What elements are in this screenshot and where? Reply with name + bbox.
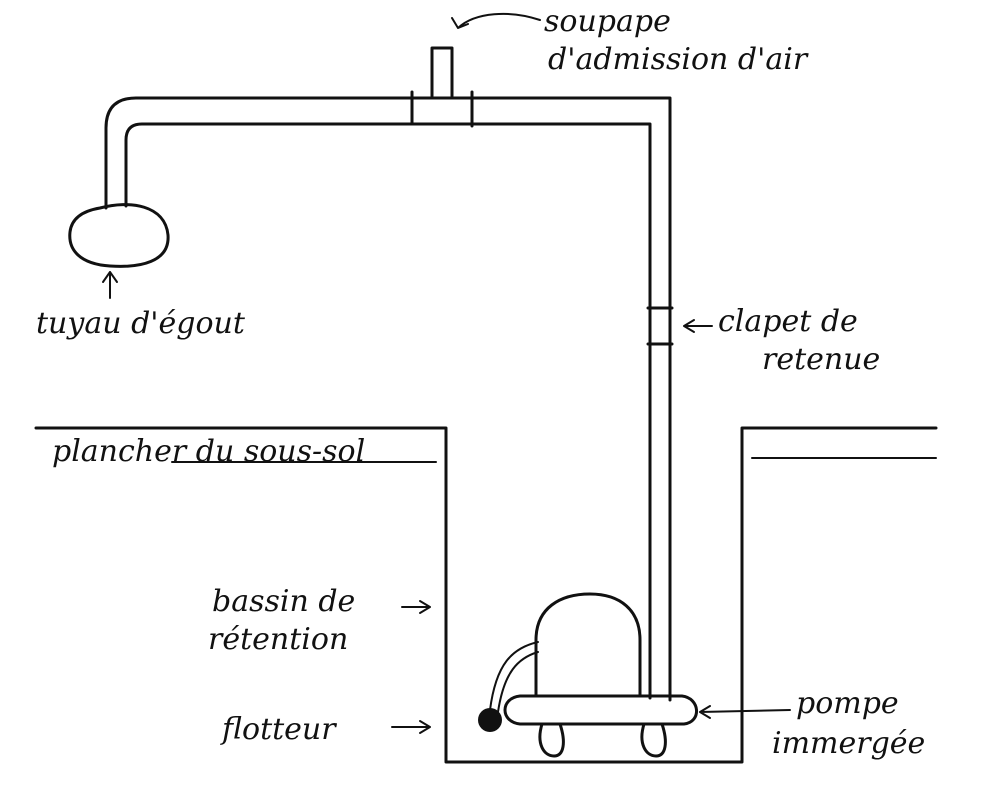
pump-foot-left bbox=[538, 722, 565, 758]
pump-base bbox=[503, 694, 698, 726]
label-retention-basin-line1: bassin de bbox=[212, 584, 356, 619]
sewer-pipe-shape bbox=[68, 203, 170, 268]
label-air-valve-line2: d'admission d'air bbox=[548, 42, 808, 77]
label-pump-line2: immergée bbox=[772, 726, 926, 761]
arrow-air-valve bbox=[451, 12, 541, 29]
arrow-float bbox=[391, 720, 431, 734]
arrow-retention-basin bbox=[401, 600, 431, 614]
label-check-valve-line1: clapet de bbox=[718, 304, 858, 339]
label-pump-line1: pompe bbox=[796, 686, 899, 721]
discharge-pipe-outer bbox=[104, 96, 672, 702]
sump-pit-walls bbox=[34, 426, 938, 764]
label-retention-basin-line2: rétention bbox=[208, 622, 349, 657]
arrow-pump bbox=[699, 705, 791, 719]
label-float: flotteur bbox=[222, 712, 336, 747]
arrow-check-valve bbox=[683, 319, 713, 333]
label-check-valve-line2: retenue bbox=[762, 342, 881, 377]
label-sewer-pipe: tuyau d'égout bbox=[36, 306, 245, 341]
air-valve-stem bbox=[430, 46, 454, 98]
float-ball bbox=[478, 708, 502, 732]
discharge-pipe-inner bbox=[124, 122, 652, 700]
arrow-sewer-pipe bbox=[102, 271, 118, 299]
float-cord bbox=[489, 641, 539, 711]
label-air-valve-line1: soupape bbox=[544, 4, 671, 39]
pump-foot-right bbox=[640, 722, 667, 758]
label-basement-floor: plancher du sous-sol bbox=[52, 434, 366, 469]
pump-motor-dome bbox=[534, 592, 642, 698]
float-cord-inner bbox=[497, 651, 539, 713]
